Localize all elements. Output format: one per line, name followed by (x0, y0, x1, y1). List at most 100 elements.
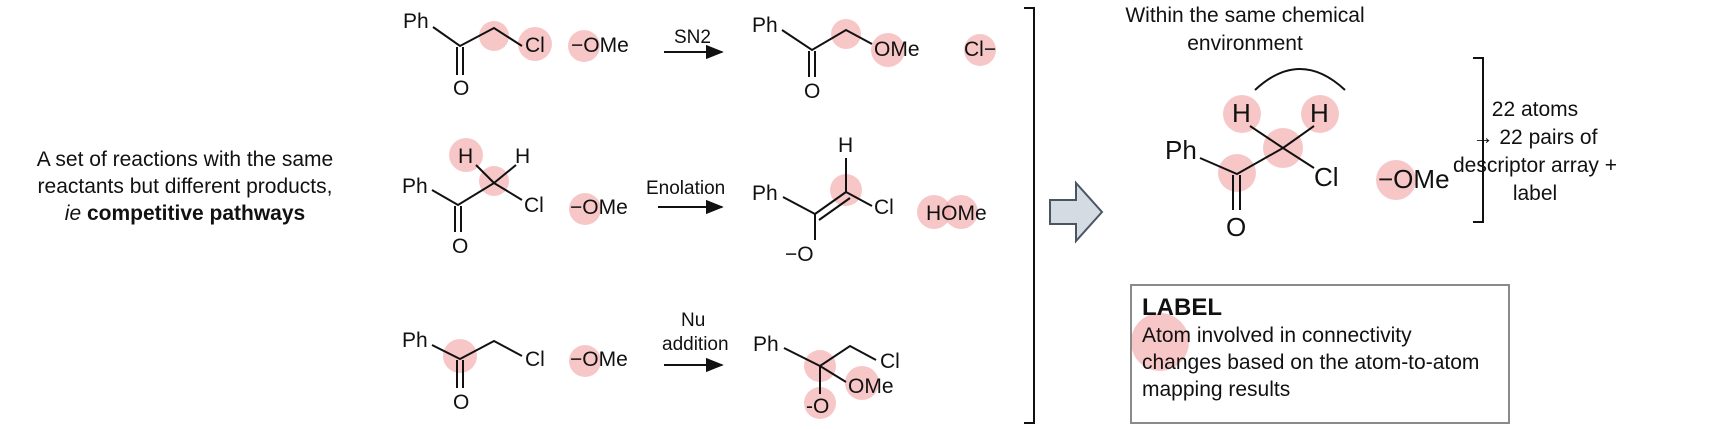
summary-line: descriptor array + (1453, 154, 1617, 177)
bond (781, 28, 873, 52)
bond (1282, 125, 1315, 149)
methoxide-label: −OMe (1378, 164, 1450, 194)
hydrogen-label: H (1310, 98, 1329, 128)
label-highlight-example (1131, 313, 1189, 371)
environment-bracket (1473, 57, 1484, 223)
environment-caption-line: environment (1187, 32, 1303, 55)
bond (432, 26, 523, 48)
hydrogen-label: H (838, 134, 853, 157)
methoxide-label: −OMe (570, 196, 628, 219)
environment-caption: Within the same chemical environment (1080, 2, 1410, 58)
highlight-atom (569, 193, 601, 225)
arrow-label-enolation: Enolation (646, 178, 725, 199)
phenyl-label: Ph (753, 333, 779, 356)
bond (1199, 146, 1315, 176)
highlight-atom (1223, 95, 1261, 133)
phenyl-label: Ph (1165, 135, 1197, 165)
methanol-label: HOMe (926, 202, 987, 225)
alkoxide-oxygen-label: -O (806, 395, 829, 418)
phenyl-label: Ph (403, 10, 429, 33)
arrow-label-addition: addition (662, 334, 729, 355)
phenyl-label: Ph (752, 182, 778, 205)
highlight-atom (479, 21, 509, 51)
intro-line: A set of reactions with the same (36, 148, 334, 171)
chlorine-label: Cl (880, 350, 900, 373)
bond (814, 191, 847, 215)
highlight-atom (831, 19, 861, 49)
chlorine-label: Cl (1314, 162, 1339, 192)
intro-line: ie competitive pathways (0, 200, 370, 227)
reaction-3-reactant: Ph Cl O −OMe (402, 329, 628, 414)
phenyl-label: Ph (752, 14, 778, 37)
oxygen-label: O (452, 235, 468, 258)
arrow-label-sn2: SN2 (674, 27, 711, 48)
reaction-3: Ph Cl O −OMe Nu addition Ph Cl OMe -O (402, 310, 900, 419)
reaction-2-reactant: H H Ph Cl O −OMe (402, 138, 628, 258)
reaction-2: H H Ph Cl O −OMe Enolation H Ph Cl −O HO… (402, 134, 987, 266)
same-environment-arc (1254, 68, 1346, 91)
highlight-atom (871, 33, 905, 67)
summary-line: → 22 pairs of (1472, 126, 1598, 149)
chlorine-label: Cl (874, 196, 894, 219)
chlorine-label: Cl (525, 34, 545, 57)
bond (783, 344, 877, 368)
chlorine-label: Cl (525, 348, 545, 371)
bond (493, 164, 517, 184)
atom-count-summary: 22 atoms → 22 pairs of descriptor array … (1435, 96, 1635, 208)
bond (818, 197, 851, 221)
bond (431, 339, 523, 361)
highlight-atom (1301, 95, 1339, 133)
intro-line: reactants but different products, (37, 175, 333, 198)
bond (845, 191, 873, 207)
reaction-2-product: H Ph Cl −O HOMe (752, 134, 987, 266)
reaction-1-reactant: Ph O Cl −OMe (403, 10, 629, 100)
reaction-3-product: Ph Cl OMe -O (753, 333, 900, 419)
methoxy-label: OMe (874, 38, 920, 61)
methoxide-label: −OMe (571, 34, 629, 57)
block-right-arrow-icon (1049, 180, 1104, 244)
methoxide-label: −OMe (570, 348, 628, 371)
hydrogen-label: H (1232, 98, 1251, 128)
oxygen-label: O (1226, 212, 1246, 242)
environment-molecule: H H Ph Cl O −OMe (1165, 68, 1450, 242)
reactions-bracket (1024, 7, 1035, 424)
label-box: LABEL Atom involved in connectivity chan… (1130, 284, 1510, 424)
intro-bold: competitive pathways (86, 202, 306, 225)
reaction-1-product: Ph O OMe Cl− (752, 14, 996, 103)
label-description-line: changes based on the atom-to-atom (1142, 351, 1480, 374)
oxygen-label: O (453, 77, 469, 100)
highlight-atom (449, 138, 483, 172)
oxygen-label: O (804, 80, 820, 103)
bond (431, 181, 523, 207)
highlight-atom (518, 27, 552, 61)
enolate-oxygen-label: −O (785, 243, 814, 266)
label-description-line: Atom involved in connectivity (1142, 324, 1412, 347)
chloride-label: Cl− (964, 38, 996, 61)
label-description-line: mapping results (1142, 378, 1291, 401)
highlight-atom (944, 195, 978, 229)
summary-line: label (1512, 182, 1558, 205)
methoxy-label: OMe (848, 375, 894, 398)
hydrogen-label: H (515, 145, 530, 168)
bond (475, 164, 495, 184)
highlight-atom (443, 339, 477, 373)
summary-line: 22 atoms (1491, 98, 1579, 121)
phenyl-label: Ph (402, 329, 428, 352)
highlight-atom (964, 34, 996, 66)
reaction-1: Ph O Cl −OMe SN2 Ph O OMe Cl− (403, 10, 996, 103)
highlight-atom (569, 345, 601, 377)
bond (1249, 125, 1284, 149)
highlight-atom (804, 387, 836, 419)
highlight-atom (845, 366, 879, 400)
label-title: LABEL (1142, 294, 1222, 321)
highlight-atom (479, 166, 509, 196)
bond (819, 365, 847, 383)
chlorine-label: Cl (524, 194, 544, 217)
intro-italic: ie (64, 202, 82, 225)
phenyl-label: Ph (402, 175, 428, 198)
arrow-label-nu: Nu (681, 310, 705, 331)
bond (782, 196, 816, 215)
highlight-atom (568, 30, 600, 62)
environment-caption-line: Within the same chemical (1125, 4, 1365, 27)
